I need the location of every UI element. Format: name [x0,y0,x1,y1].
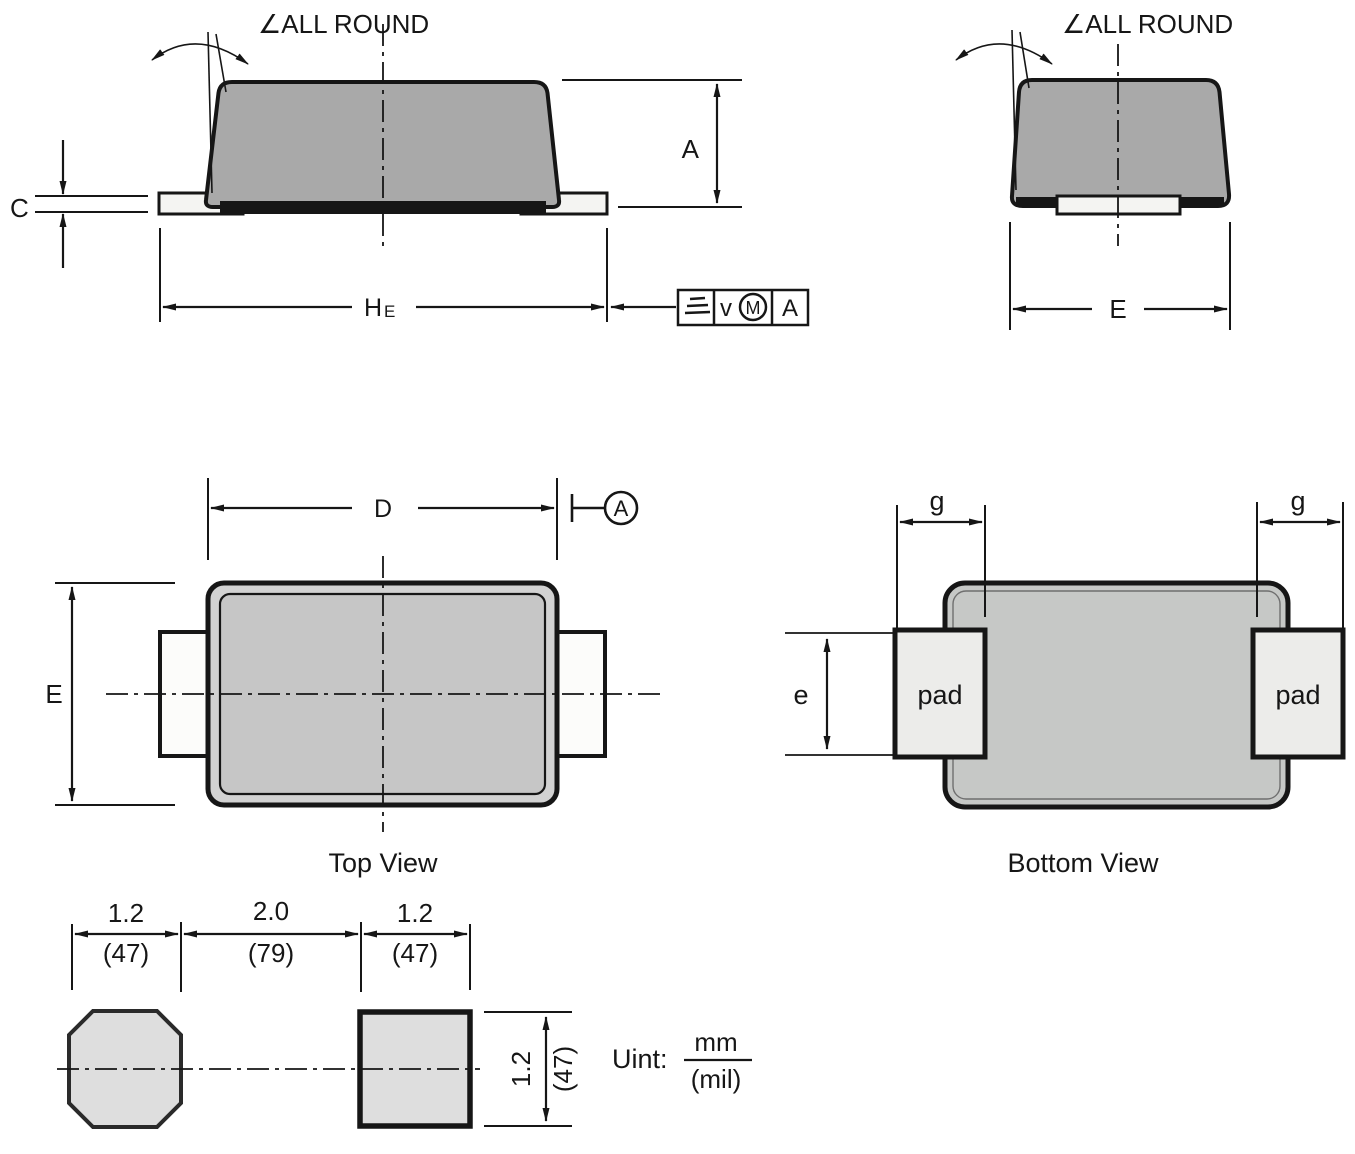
lp-dim-mm-2: 2.0 [253,896,289,926]
end-angle-label: ∠ALL ROUND [1062,9,1233,39]
end-angle-arc [955,43,1053,65]
lp-vdim-mm: 1.2 [506,1051,536,1087]
mmc-circle-icon [738,292,768,322]
feature-control-frame: v M A [676,288,810,327]
top-view-title: Top View [328,848,438,878]
bottom-body [942,580,1291,810]
bottom-pad-left [892,627,988,760]
bottom-pad-left-label: pad [917,680,962,710]
triple-line-icon [684,296,711,315]
dim-g-left-label: g [929,486,944,516]
side-view: ∠ALL ROUND C A H E v [10,9,810,327]
angle-arc [151,43,249,65]
dim-he-label-sub: E [384,302,395,321]
fcf-modifier: M [746,298,761,318]
fcf-tolerance: v [720,295,732,322]
bottom-pad-right-label: pad [1275,680,1320,710]
bottom-view: pad pad g g e Bottom View [785,486,1346,878]
unit-numerator: mm [694,1027,737,1057]
top-view: D A E Top View [45,478,660,878]
land-pattern: 1.2 2.0 1.2 (47) (79) (47) 1.2 (47) Uint… [57,896,752,1129]
bottom-pad-right [1250,627,1346,760]
dim-he-label: H [364,294,382,322]
dim-g-right-label: g [1290,486,1305,516]
end-body [1009,78,1232,208]
unit-label: Uint: [612,1044,668,1074]
fcf-box [676,288,810,327]
end-dim-e-label: E [1109,294,1126,324]
lp-dim-mil-1: (47) [103,938,149,968]
dim-c-label: C [10,193,29,223]
lp-dim-mm-3: 1.2 [397,898,433,928]
dim-e-label: e [793,680,808,710]
bottom-view-title: Bottom View [1007,848,1159,878]
side-angle-label: ∠ALL ROUND [258,9,429,39]
unit-note: Uint: mm (mil) [612,1027,752,1094]
datum-circle-icon [603,490,639,526]
lp-dim-mm-1: 1.2 [108,898,144,928]
datum-label: A [614,496,629,521]
top-dim-e-label: E [45,679,62,709]
fcf-datum: A [782,295,798,322]
lp-vdim-mil: (47) [548,1046,578,1092]
dim-d-label: D [374,495,392,523]
end-view: ∠ALL ROUND E [955,9,1233,330]
angle-slant-line [215,33,227,93]
lp-dim-mil-2: (79) [248,938,294,968]
dim-a-label: A [682,134,700,164]
lp-dim-mil-3: (47) [392,938,438,968]
unit-denominator: (mil) [691,1064,742,1094]
